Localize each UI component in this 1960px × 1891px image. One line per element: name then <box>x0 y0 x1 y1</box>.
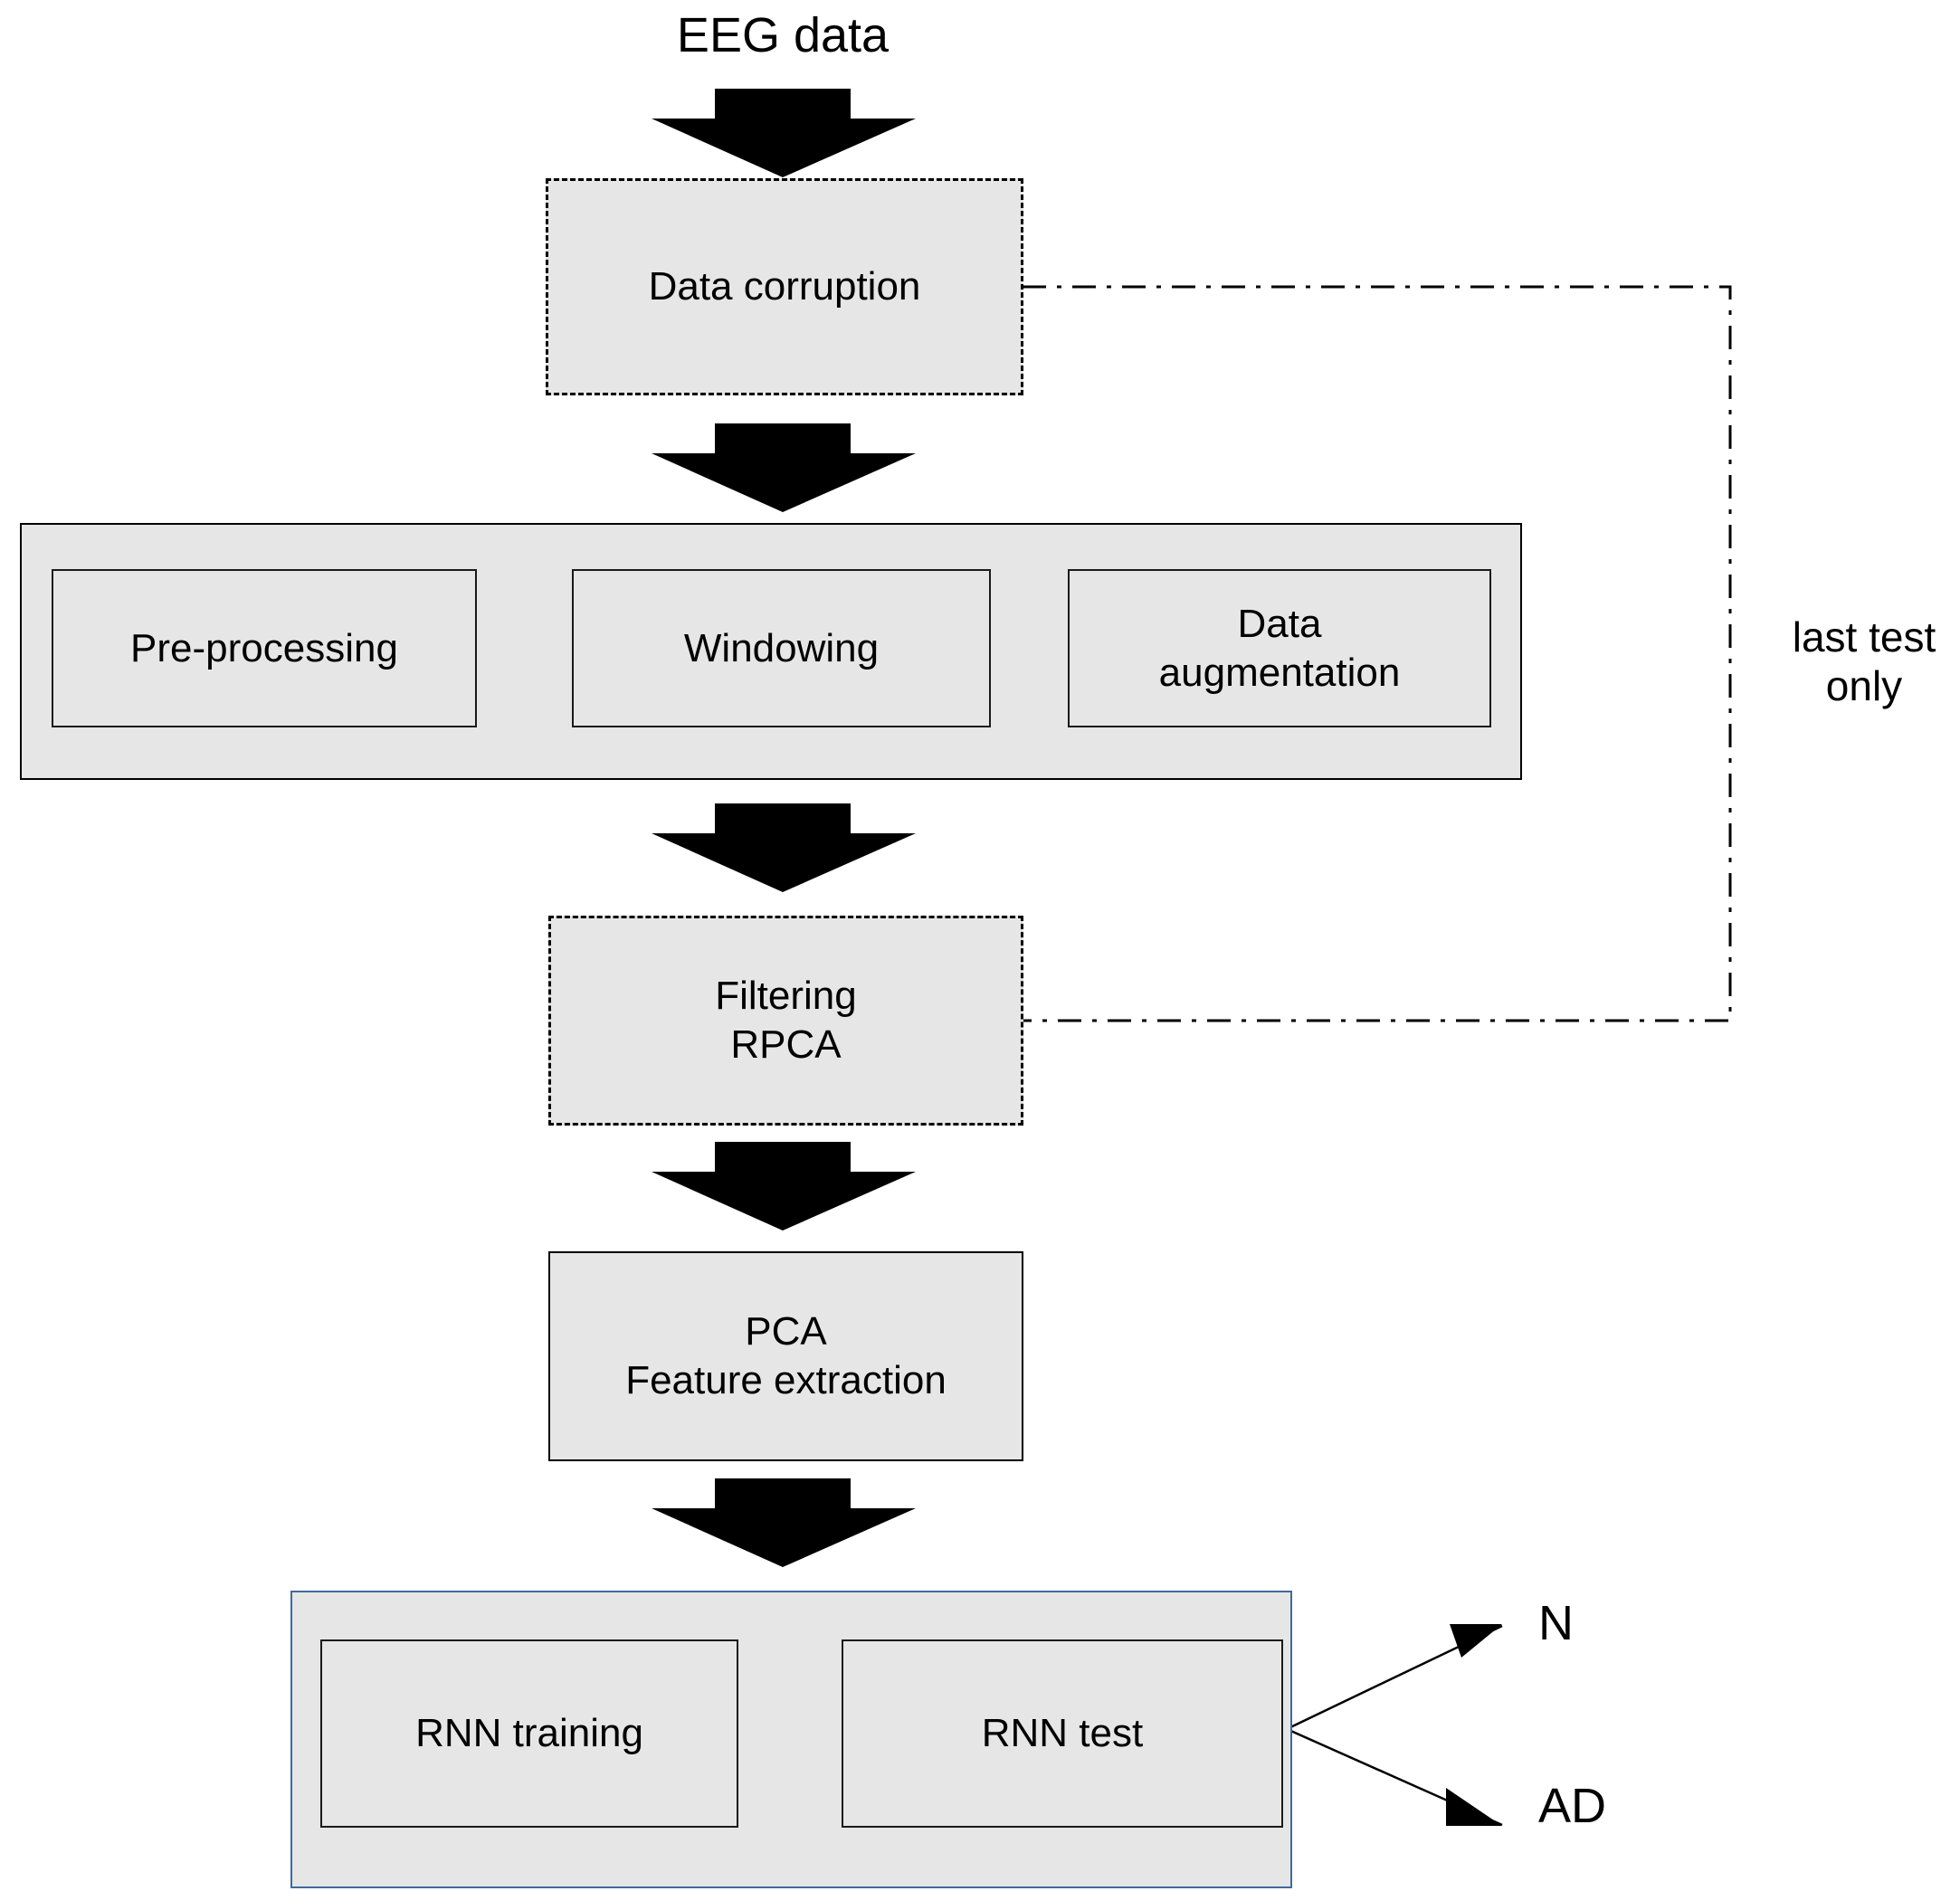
page-title: EEG data <box>676 8 890 63</box>
down-arrow-pca-to-rnn <box>652 1478 916 1567</box>
node-filtering-rpca[interactable]: Filtering RPCA <box>548 916 1023 1126</box>
node-rnn-test[interactable]: RNN test <box>842 1639 1283 1828</box>
outcome-label-alzheimers: AD <box>1538 1779 1607 1834</box>
down-arrow-corruption-to-pipeline <box>652 423 916 512</box>
node-data-augmentation[interactable]: Data augmentation <box>1068 569 1491 727</box>
down-arrow-eeg-to-corruption <box>652 89 916 177</box>
node-pre-processing[interactable]: Pre-processing <box>52 569 477 727</box>
arrowhead-normal <box>1450 1624 1502 1658</box>
outcome-label-normal: N <box>1538 1596 1574 1651</box>
node-windowing[interactable]: Windowing <box>572 569 991 727</box>
down-arrow-pipeline-to-filtering <box>652 803 916 892</box>
node-data-corruption[interactable]: Data corruption <box>546 178 1023 395</box>
node-rnn-training[interactable]: RNN training <box>320 1639 738 1828</box>
arrowhead-alzheimers <box>1446 1788 1502 1826</box>
branch-line-normal <box>1286 1624 1503 1731</box>
node-pca-feature-extraction[interactable]: PCA Feature extraction <box>548 1251 1023 1461</box>
down-arrow-filtering-to-pca <box>652 1142 916 1231</box>
edge-label-last-test-only: last test only <box>1792 613 1936 709</box>
branch-line-alzheimers <box>1286 1727 1503 1827</box>
